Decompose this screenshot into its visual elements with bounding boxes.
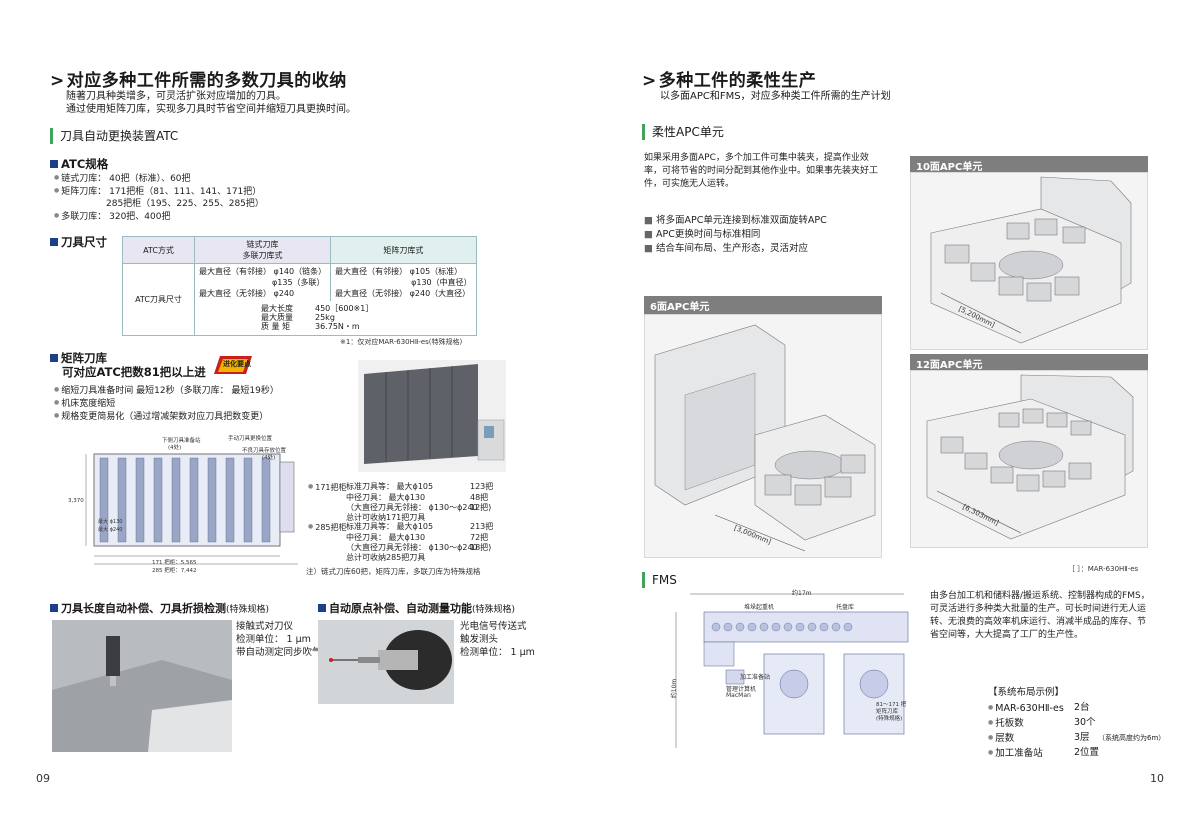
matrix-bullets: 缩短刀具准备时间 最短12秒（多联刀库： 最短19秒） 机床宽度缩短 规格变更简… [54, 384, 279, 423]
tool-setter-photo [52, 620, 232, 752]
table-header-chain: 链式刀库多联刀库式 [193, 236, 332, 264]
tool-setter-specs: 接触式对刀仪 检测单位： 1 μm 带自动测定同步吹气装置 [236, 621, 341, 658]
matrix-drawing: 下侧刀具准备站 (4处) 手动刀具更换位置 不良刀具存放位置 (4处) 3,37… [66, 432, 306, 580]
matrix-note: 注）链式刀库60把，矩阵刀库，多联刀库为特殊规格 [306, 567, 481, 576]
probe-specs: 光电信号传送式 触发测头 检测单位： 1 μm [460, 621, 535, 658]
apc6-label: 6面APC单元 [644, 296, 882, 315]
square-icon [318, 604, 326, 612]
bracket-note: ［ ］：MAR-630HⅡ-es [1068, 565, 1139, 573]
fms-description: 由多台加工机和储料器/搬运系统、控制器构成的FMS， 可灵活进行多种类大批量的生… [930, 591, 1150, 640]
atc-spec-list: 链式刀库： 40把（标准）、60把 矩阵刀库： 171把柜（81、111、141… [54, 172, 264, 223]
tool-size-heading: 刀具尺寸 [50, 234, 107, 250]
apc10-label: 10面APC单元 [910, 156, 1148, 175]
right-intro: 以多面APC和FMS，对应多种类工件所需的生产计划 [660, 91, 891, 102]
table-row-label: ATC刀具尺寸 [122, 263, 195, 336]
table-cell-common: 最大长度 最大质量 质 量 矩 450［600※1］ 25kg 36.75N・m [194, 301, 477, 336]
apc-description: 如果采用多面APC，多个加工件可集中装夹，提高作业效 率，可将节省的时间分配到其… [644, 153, 879, 189]
matrix-heading: 矩阵刀库 [50, 350, 107, 366]
left-page-title: >对应多种工件所需的多数刀具的收纳 [50, 71, 347, 91]
table-cell-matrix: 最大直径（有邻接） φ105（标准） φ130（中直径） 最大直径（无邻接） φ… [330, 263, 477, 301]
table-footnote: ※1：仅对应MAR-630HⅡ-es(特殊规格) [340, 338, 463, 346]
right-page-title: >多种工件的柔性生产 [642, 71, 817, 91]
table-header-atc: ATC方式 [122, 236, 195, 264]
matrix-subheading: 可对应ATC把数81把以上进 [62, 365, 206, 379]
square-icon [50, 354, 58, 362]
touch-probe-photo [318, 620, 454, 704]
table-cell-chain: 最大直径（有邻接） φ140（链条） φ135（多联） 最大直径（无邻接） φ2… [193, 263, 332, 301]
matrix-magazine-photo [358, 360, 506, 472]
probe-heading: 自动原点补偿、自动测量功能(特殊规格) [318, 600, 515, 616]
section-apc: 柔性APC单元 [642, 124, 724, 140]
evolution-badge: 进化要点 [212, 354, 254, 376]
left-intro: 随著刀具种类增多，可灵活扩张对应增加的刀具。 通过使用矩阵刀库，实现多刀具时节省… [66, 91, 356, 115]
page-number-left: 09 [36, 772, 50, 785]
atc-spec-heading: ATC规格 [50, 156, 108, 172]
apc12-drawing: [6,303mm] [910, 370, 1148, 548]
table-header-matrix: 矩阵刀库式 [330, 236, 477, 264]
page-number-right: 10 [1150, 772, 1164, 785]
section-fms: FMS [642, 572, 677, 588]
tool-length-heading: 刀具长度自动补偿、刀具折损检测(特殊规格) [50, 600, 269, 616]
square-icon [50, 604, 58, 612]
square-icon [50, 160, 58, 168]
square-icon [50, 238, 58, 246]
atc-table: ATC方式 链式刀库多联刀库式 矩阵刀库式 ATC刀具尺寸 最大直径（有邻接） … [122, 236, 477, 336]
apc6-drawing: [3,000mm] [644, 314, 882, 558]
section-atc: 刀具自动更换装置ATC [50, 128, 178, 144]
apc-bullets: 将多面APC单元连接到标准双面旋转APC APC更换时间与标准相同 结合车间布局… [644, 214, 827, 256]
chevron-right-icon: > [642, 71, 657, 91]
fms-layout-drawing: 约17m 堆垛起重机 托盘库 加工准备站 管理计算机 MacMan 约10m 8… [664, 588, 920, 756]
chevron-right-icon: > [50, 71, 65, 91]
apc10-drawing: [5,200mm] [910, 172, 1148, 350]
apc12-label: 12面APC单元 [910, 354, 1148, 373]
